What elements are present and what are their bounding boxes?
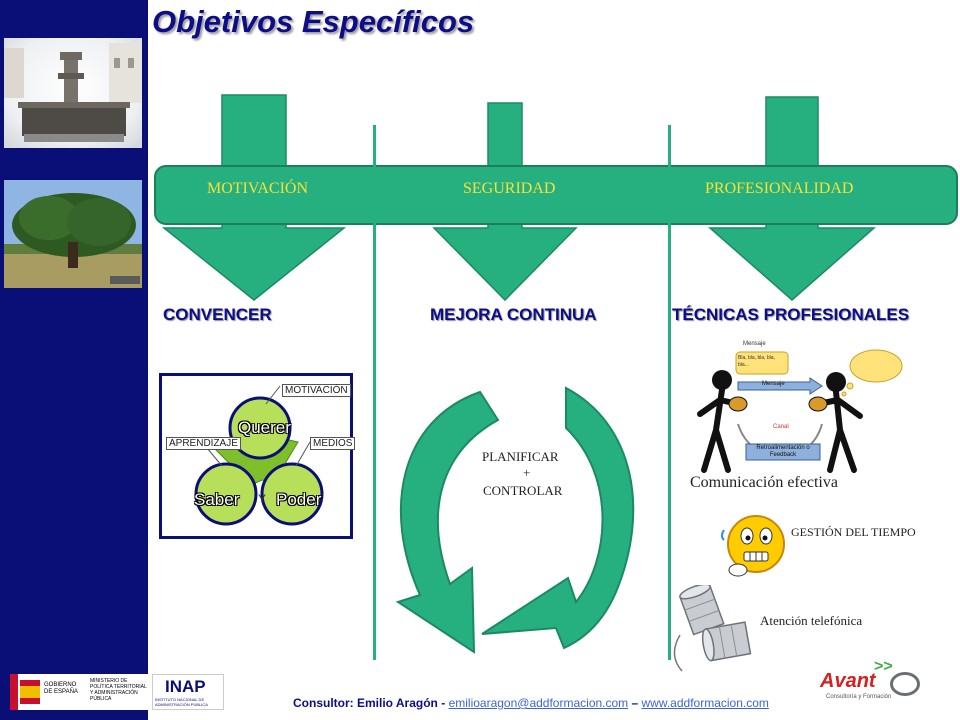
footer-web-link[interactable]: www.addformacion.com: [641, 696, 769, 710]
footer-separator: –: [628, 696, 642, 710]
circle-querer: [228, 396, 292, 460]
canal-label: Canal: [773, 424, 789, 430]
footer-prefix: Consultor: Emilio Aragón -: [293, 696, 449, 710]
label-poder: Poder: [276, 490, 322, 509]
avant-logo: >> Avant Consultoría y Formación: [818, 658, 928, 708]
tag-medios: MEDIOS: [310, 437, 356, 450]
spain-flag-icon: [20, 680, 40, 704]
footer-email-link[interactable]: emilioaragon@addformacion.com: [448, 696, 629, 710]
tree-photo: [4, 180, 142, 288]
avant-label: Avant: [820, 670, 876, 692]
communication-illustration: [697, 349, 903, 473]
cycle-text-controlar: CONTROLAR: [483, 483, 563, 498]
speech-bubble-text: Bla, bla, bla, bla, bla...: [738, 355, 775, 368]
bar-label-seguridad: SEGURIDAD: [463, 180, 556, 197]
tag-motivacion: MOTIVACIÓN: [282, 384, 351, 397]
cycle-text-planificar: PLANIFICAR: [482, 449, 559, 464]
gobierno-logo: GOBIERNO DE ESPAÑA MINISTERIO DE POLÍTIC…: [10, 674, 150, 710]
cycle-arrow-right: [481, 386, 635, 650]
separator-line-2: [668, 125, 671, 660]
inap-logo: INAP INSTITUTO NACIONAL DE ADMINISTRACIÓ…: [152, 674, 224, 710]
atencion-telefonica-label: Atención telefónica: [760, 613, 863, 628]
heading-mejora-continua: MEJORA CONTINUA: [430, 305, 597, 324]
cycle-arrow-left: [395, 390, 500, 654]
page-title: Objetivos Específicos: [152, 4, 475, 39]
footer: Consultor: Emilio Aragón - emilioaragon@…: [293, 696, 769, 710]
cycle-text-plus: +: [523, 465, 531, 480]
circle-poder: [260, 462, 324, 526]
worried-face-icon: [721, 515, 785, 577]
separator-line-1: [373, 125, 376, 660]
feedback-label: Retroalimentación o Feedback: [756, 445, 810, 458]
avant-sub-label: Consultoría y Formación: [826, 694, 892, 700]
heading-tecnicas-profesionales: TÉCNICAS PROFESIONALES: [672, 305, 910, 324]
venn-diagram: MOTIVACIÓN APRENDIZAJE MEDIOS Querer Sab…: [159, 373, 356, 539]
fountain-photo: [4, 38, 142, 148]
communication-label: Comunicación efectiva: [690, 474, 838, 491]
mensaje-arrow: [737, 377, 823, 395]
gestion-tiempo-label: GESTIÓN DEL TIEMPO: [791, 525, 916, 539]
inap-label: INAP: [165, 677, 206, 696]
thought-cloud: [849, 349, 903, 383]
heading-convencer: CONVENCER: [163, 305, 272, 324]
tin-can-phone-icon: [673, 585, 752, 672]
circle-saber: [194, 462, 258, 526]
cycle-arrows: [395, 386, 635, 654]
avant-arrows-icon: >>: [874, 658, 893, 675]
feedback-box: [745, 443, 821, 461]
tag-aprendizaje: APRENDIZAJE: [166, 437, 241, 450]
label-saber: Saber: [194, 490, 240, 509]
mensaje-arrow-label: Mensaje: [762, 381, 785, 387]
speech-bubble: [735, 351, 789, 375]
bar-label-motivacion: MOTIVACIÓN: [207, 180, 309, 197]
ministerio-label: MINISTERIO DE POLÍTICA TERRITORIAL Y ADM…: [90, 678, 147, 702]
avant-swirl-icon: [890, 672, 920, 696]
label-querer: Querer: [238, 418, 291, 437]
gobierno-label: GOBIERNO DE ESPAÑA: [44, 682, 78, 695]
inap-sub-label: INSTITUTO NACIONAL DE ADMINISTRACIÓN PÚB…: [155, 697, 208, 707]
label-y: Y: [258, 492, 267, 506]
bar-label-profesionalidad: PROFESIONALIDAD: [705, 180, 854, 197]
objectives-bar: [154, 165, 958, 225]
mensaje-top-label: Mensaje: [743, 341, 766, 347]
